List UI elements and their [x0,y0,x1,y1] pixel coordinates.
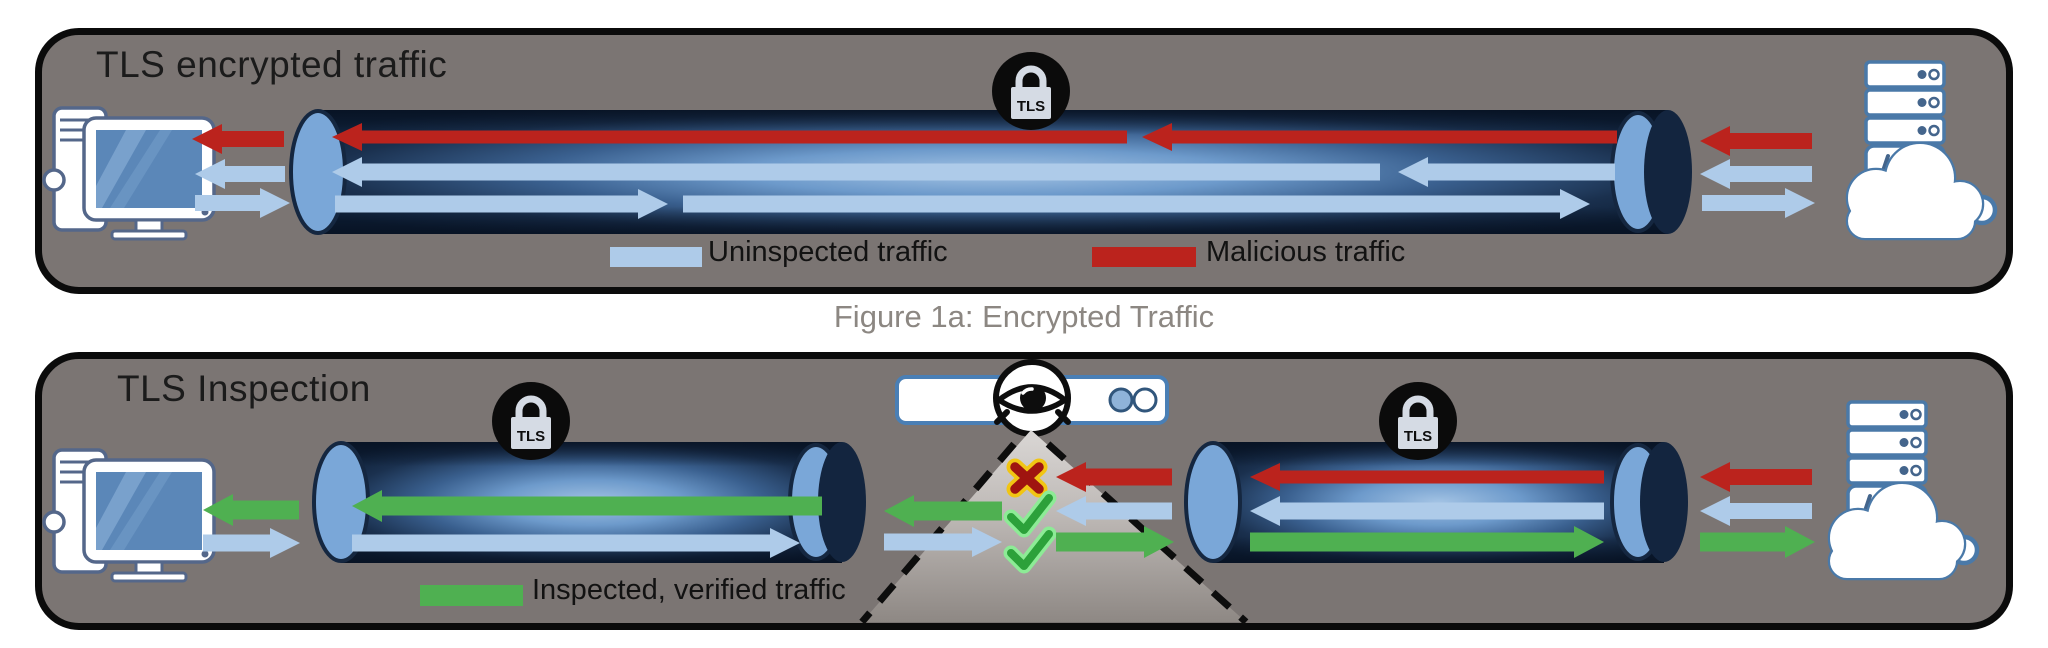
inspected-arrow-server-out [1700,525,1815,559]
malicious-arrow-server-side [1700,124,1812,158]
uninspected-arrow-out-tunnel-seg1 [335,187,668,221]
verified-check-icon [1003,526,1057,574]
blocked-x-icon [1006,458,1048,498]
inspected-arrow-tunnel-right [1250,525,1604,559]
tls-lock-icon: TLS [992,52,1070,130]
malicious-arrow-tunnel-right [1250,460,1604,494]
legend-swatch-inspected [420,585,523,606]
status-led-empty [1132,387,1158,413]
uninspected-arrow-tunnel-right [1250,494,1604,528]
server-cloud-icon [1827,400,1980,581]
inspected-arrow-client-in [203,493,299,527]
legend-swatch-uninspected [610,247,702,267]
status-led-filled [1108,387,1134,413]
uninspected-arrow-into-inspector [1056,494,1172,528]
uninspected-arrow-server-in [1700,494,1812,528]
uninspected-arrow-server-in [1700,157,1812,191]
legend-label-malicious: Malicious traffic [1206,236,1406,268]
client-computer-icon [42,106,216,241]
tls-lock-label: TLS [1404,428,1432,445]
inspected-arrow-to-server [1056,525,1174,559]
legend-label-uninspected: Uninspected traffic [708,236,948,268]
uninspected-arrow-in-tunnel-seg2 [1398,155,1615,189]
malicious-arrow-blocked [1056,460,1172,494]
inspected-arrow-to-client [884,494,1002,528]
legend-label-inspected: Inspected, verified traffic [532,574,846,606]
legend-swatch-malicious [1092,247,1196,267]
server-cloud-icon [1845,60,1998,241]
uninspected-arrow-client-in [195,157,285,191]
tls-lock-icon: TLS [1379,382,1457,460]
tls-lock-label: TLS [1017,98,1045,115]
uninspected-arrow-out-tunnel-seg2 [683,187,1590,221]
malicious-arrow-client-in [192,122,284,156]
uninspected-arrow-client-out [195,186,290,220]
figure-caption: Figure 1a: Encrypted Traffic [833,299,1215,334]
verified-check-icon [1003,490,1057,538]
uninspected-arrow-server-out [1702,186,1815,220]
eye-icon [993,359,1071,437]
uninspected-arrow-from-client [884,525,1002,559]
tls-lock-label: TLS [517,428,545,445]
client-computer-icon [42,448,216,583]
inspected-arrow-tunnel-left [352,489,822,523]
inspection-appliance [895,359,1169,437]
tls-lock-icon: TLS [492,382,570,460]
panel2-title: TLS Inspection [117,368,371,409]
uninspected-arrow-in-tunnel-seg1 [332,155,1380,189]
uninspected-arrow-client-out [203,526,300,560]
malicious-arrow-server-side [1700,460,1812,494]
malicious-arrow-tunnel-seg2 [1142,120,1617,154]
uninspected-arrow-tunnel-left [352,526,800,560]
malicious-arrow-tunnel-seg1 [332,120,1127,154]
panel1-title: TLS encrypted traffic [96,44,448,85]
